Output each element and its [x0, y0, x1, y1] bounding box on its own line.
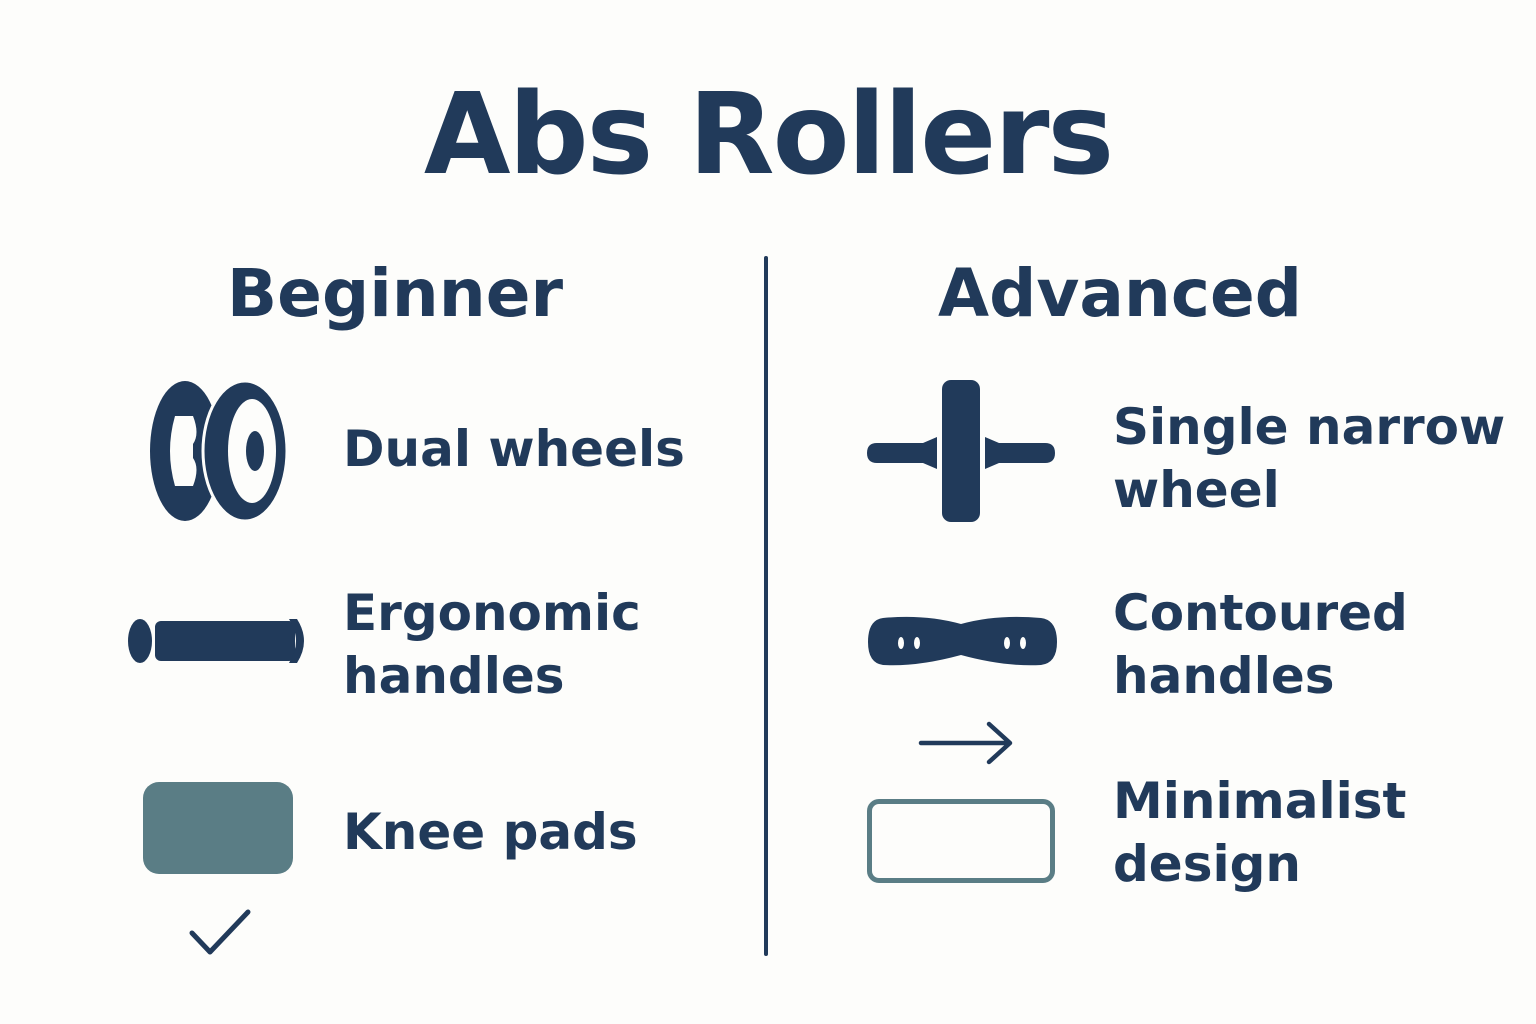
beginner-item-label: Ergonomic handles — [343, 584, 641, 705]
arrow-right-icon — [918, 721, 1013, 765]
advanced-item-label: Minimalist design — [1113, 772, 1407, 893]
column-divider — [764, 256, 768, 956]
checkmark-icon — [189, 909, 251, 955]
page-title: Abs Rollers — [423, 70, 1114, 200]
beginner-item-label: Dual wheels — [343, 420, 685, 478]
beginner-heading: Beginner — [226, 255, 564, 332]
advanced-heading: Advanced — [938, 255, 1302, 332]
advanced-item-label: Single narrow wheel — [1113, 398, 1506, 519]
ergonomic-handle-icon — [128, 619, 304, 663]
advanced-item-label: Contoured handles — [1113, 584, 1408, 705]
beginner-item-label: Knee pads — [343, 803, 638, 861]
contoured-handle-icon — [868, 616, 1057, 666]
knee-pad-icon — [143, 782, 293, 874]
dual-wheels-icon — [150, 379, 289, 523]
minimalist-frame-icon — [867, 799, 1055, 883]
single-wheel-icon — [867, 380, 1055, 522]
